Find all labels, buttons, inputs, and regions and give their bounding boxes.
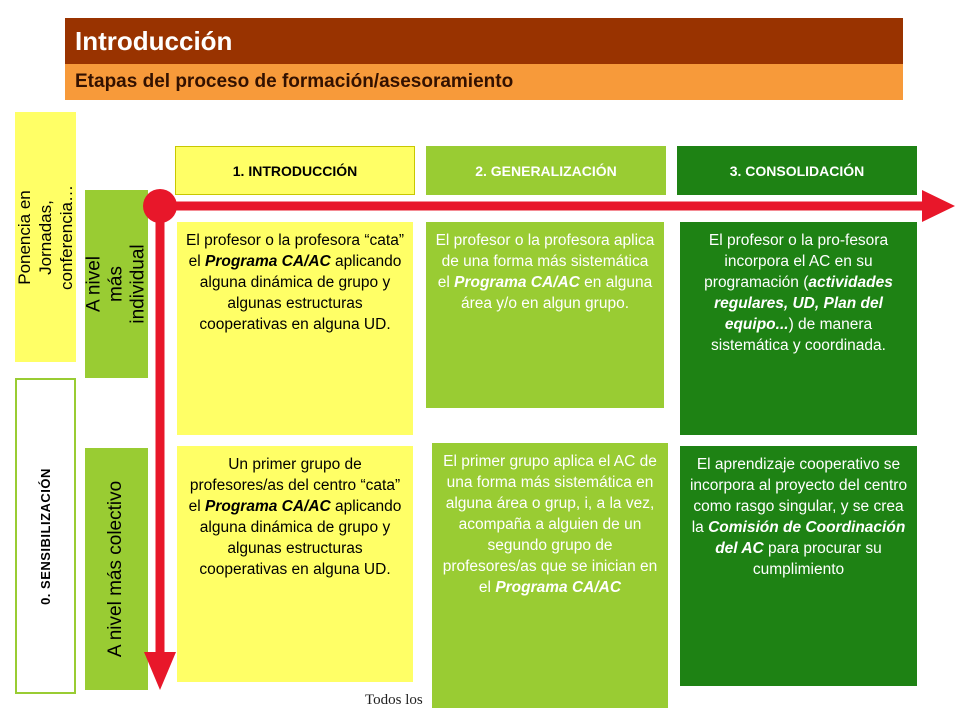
cell-emphasis: Programa CA/AC <box>204 498 331 515</box>
ponencia-label: Ponencia en Jornadas, conferencia… <box>15 112 76 362</box>
origin-dot <box>143 189 177 223</box>
cell-text: Un primer grupo de profesores/as del cen… <box>188 456 401 515</box>
cell-text: en alguna área y/o en algun grupo. <box>460 274 653 312</box>
cell-emphasis: Programa CA/AC <box>204 253 331 270</box>
cell-text: aplicando alguna dinámica de grupo y alg… <box>199 253 402 333</box>
cell-text: El primer grupo aplica el AC de una form… <box>442 453 658 596</box>
cell-emphasis: Programa CA/AC <box>495 579 622 596</box>
cell-text: ) de manera sistemática y coordinada. <box>711 316 886 354</box>
cell-emphasis: actividades regulares, UD, Plan del equi… <box>714 274 893 333</box>
stage-consolidacion: 3. CONSOLIDACIÓN <box>677 146 917 195</box>
cell-colectivo-generalizacion: El primer grupo aplica el AC de una form… <box>432 443 668 708</box>
cell-individual-consolidacion: El profesor o la pro-fesora incorpora el… <box>680 222 917 435</box>
slide-subtitle: Etapas del proceso de formación/asesoram… <box>65 64 903 100</box>
individual-level-text: A nivel más individual <box>85 244 148 324</box>
cell-colectivo-consolidacion: El aprendizaje cooperativo se incorpora … <box>680 446 917 686</box>
individual-level-label: A nivel más individual <box>85 190 148 378</box>
cell-text: El aprendizaje cooperativo se incorpora … <box>689 456 908 536</box>
stage-generalizacion: 2. GENERALIZACIÓN <box>426 146 666 195</box>
stage-introduccion: 1. INTRODUCCIÓN <box>175 146 415 195</box>
cell-text: para procurar su cumplimiento <box>752 540 882 578</box>
cell-text: El profesor o la pro-fesora incorpora el… <box>704 232 889 291</box>
vertical-arrow-head <box>144 652 176 690</box>
collective-level-text: A nivel más colectivo <box>105 480 127 658</box>
cell-emphasis: Comisión de Coordinación del AC <box>708 519 906 557</box>
ponencia-label-text: Ponencia en Jornadas, conferencia… <box>15 184 76 290</box>
cell-individual-generalizacion: El profesor o la profesora aplica de una… <box>426 222 664 408</box>
sensibilizacion-label-text: 0. SENSIBILIZACIÓN <box>38 467 54 605</box>
footer-line-2: Todos los <box>365 692 423 708</box>
horizontal-arrow-head <box>922 190 955 222</box>
cell-text: El profesor o la profesora “cata” el <box>186 232 404 270</box>
slide-title: Introducción <box>65 18 903 64</box>
cell-emphasis: Programa CA/AC <box>454 274 580 291</box>
cell-individual-introduccion: El profesor o la profesora “cata” el Pro… <box>177 222 413 435</box>
sensibilizacion-label: 0. SENSIBILIZACIÓN <box>15 378 76 694</box>
cell-colectivo-introduccion: Un primer grupo de profesores/as del cen… <box>177 446 413 682</box>
collective-level-label: A nivel más colectivo <box>85 448 148 690</box>
cell-text: El profesor o la profesora aplica de una… <box>435 232 655 291</box>
cell-text: aplicando alguna dinámica de grupo y alg… <box>199 498 402 578</box>
